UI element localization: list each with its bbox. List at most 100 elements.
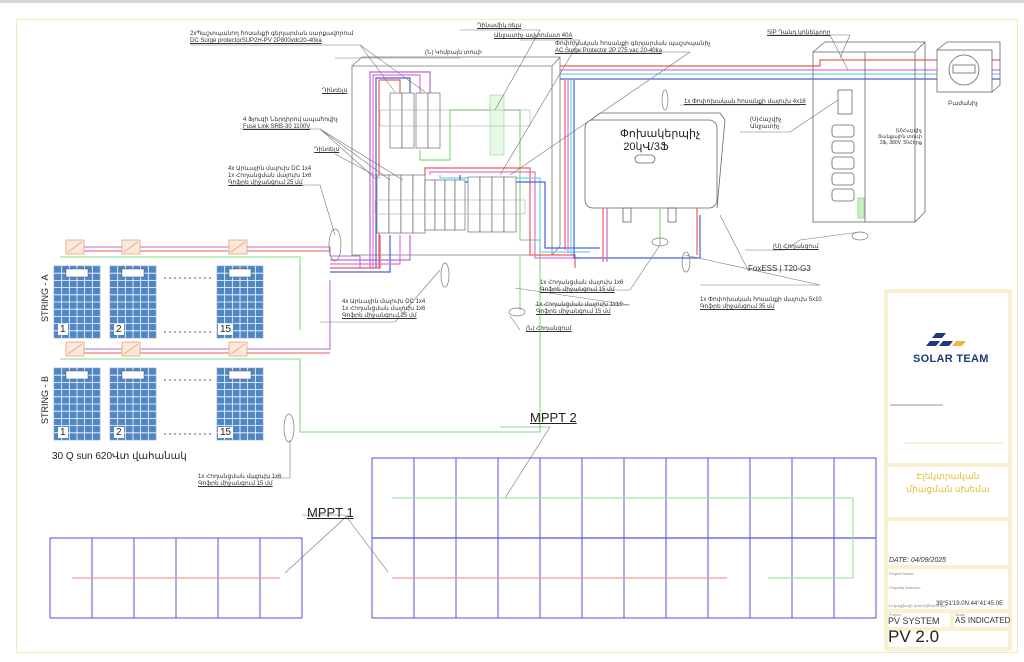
mppt1-layout-grid [49,537,303,619]
panel-number: 2 [114,427,124,438]
ellipsis-dot [164,277,166,279]
string-a-label: STRING - A [40,274,50,322]
sip-connector-label: SIP Դանդ կոնեկտոր [767,30,831,36]
panel-number: 15 [218,427,234,438]
ellipsis-dot [189,331,191,333]
scale-label: Scale [955,612,966,617]
ellipsis-dot [169,433,171,435]
ellipsis-dot [204,331,206,333]
property-address-label: Property Address: [889,585,921,590]
dc-spd-label: 2xՊաշտպանող հոսանքի գերլարման սարքավորու… [190,31,354,44]
switch-label: Բաժանիչ [948,101,979,107]
ac-box-label: (Ն) Կոմբայն տուփ [425,50,482,56]
project-label: Project [889,612,902,617]
string-b-label: STRING - B [40,375,50,424]
mppt2-label: MPPT 2 [530,410,577,425]
distribution-panel [812,41,926,223]
revision-label: PV 2.0 [888,627,940,646]
cable-4x16-label: 1x Փոփոխական հոսանքի մալուխ 4x16 [684,99,806,105]
inverter-model-label: FoxESS | T20-G3 [748,264,811,273]
switch-box [936,41,1001,93]
ellipsis-dot [184,433,186,435]
ellipsis-dot [204,379,206,381]
ellipsis-dot [174,277,176,279]
din-rail-1-label: Դինռելս [322,88,348,94]
ellipsis-dot [179,331,181,333]
ellipsis-dot [189,277,191,279]
leader-lines [190,29,861,574]
ellipsis-dot [184,277,186,279]
mppt2-string-line [392,497,854,579]
ellipsis-dot [169,379,171,381]
ellipsis-dot [184,379,186,381]
ellipsis-dot [189,433,191,435]
ac-breaker-label: Անջատիչ ավտոմատ 40A [494,33,573,39]
window-top-border [0,0,1024,3]
ellipsis-dot [204,433,206,435]
junction-box [228,370,252,380]
panel-number: 1 [58,427,68,438]
ellipsis-dot [199,331,201,333]
ellipsis-dot [179,433,181,435]
ellipsis-dot [179,277,181,279]
ellipsis-dot [174,379,176,381]
ellipsis-dot [179,379,181,381]
junction-box [65,268,89,278]
ellipsis-dot [194,433,196,435]
ellipsis-dot [169,331,171,333]
mppt2-layout-grid [371,457,877,619]
scale-value: AS INDICATED [955,616,1011,625]
ellipsis-dot [184,331,186,333]
ellipsis-dot [194,277,196,279]
company-name: SOLAR TEAM [913,353,989,365]
ellipsis-dot [199,277,201,279]
ellipsis-dot [174,331,176,333]
ellipsis-dot [199,379,201,381]
junction-box [228,268,252,278]
ellipsis-dot [204,277,206,279]
din-rail-top-label: Դինամիկ ռելս [477,23,522,29]
solar-panel-array [53,239,264,441]
junction-box [65,370,89,380]
ellipsis-dot [209,433,211,435]
breakers [374,92,531,234]
panel-caption: 30 Q sun 620Վտ վահանակ [52,451,187,462]
title-block-frame [884,289,1012,651]
ellipsis-dot [169,277,171,279]
din-rail-2-label: Դինռելս [314,147,340,153]
junction-box [121,268,145,278]
conduit-markers [283,89,869,443]
coordinates-label: Լոկացիայի կոորդինատներ [889,603,948,608]
ellipsis-dot [194,379,196,381]
solar-team-logo-icon [926,333,966,346]
drawing-date: DATE: 04/09/2025 [889,557,947,564]
project-name-label: Project Name: [889,571,915,576]
junction-box [121,370,145,380]
ellipsis-dot [209,379,211,381]
ellipsis-dot [199,433,201,435]
panel-number: 15 [218,324,234,335]
ellipsis-dot [209,331,211,333]
ground-n-label: (Ն) Հողանցում [526,326,572,332]
ground-s-label: (Ս) Հողանցում [773,244,819,250]
combiner-wiring [330,71,600,273]
address-value: - [889,594,891,599]
ellipsis-dot [194,331,196,333]
ellipsis-dot [164,379,166,381]
ellipsis-dot [209,277,211,279]
project-value: PV SYSTEM [888,616,940,626]
coordinates-value: 39°51'19.0N 44°41'45.0E [936,601,1004,607]
ellipsis-dot [174,433,176,435]
